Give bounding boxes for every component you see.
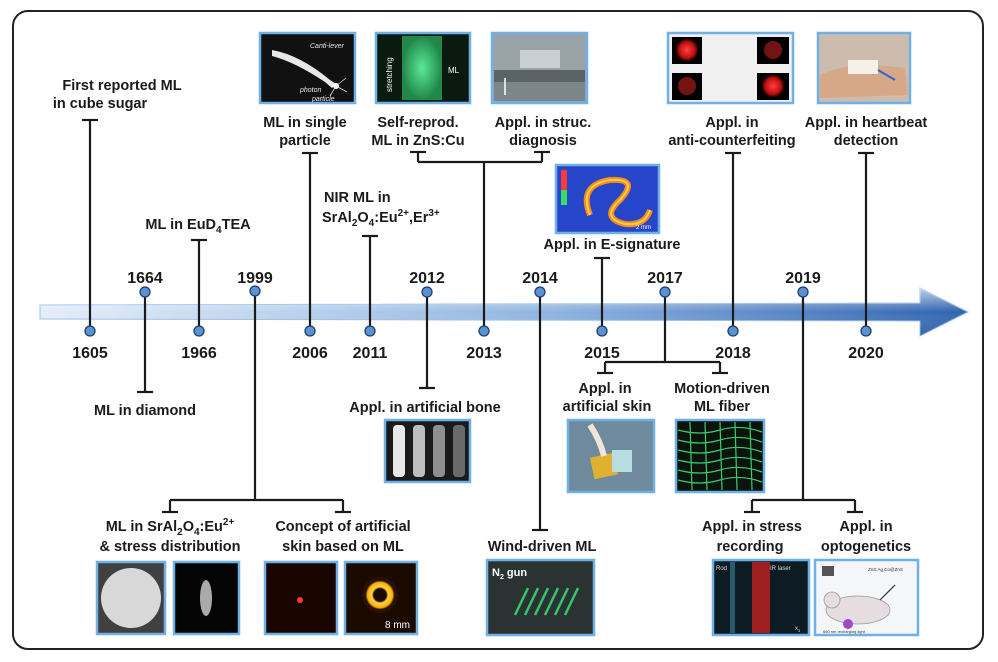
node-2011 <box>364 325 376 337</box>
event-2018-line1: Appl. in <box>705 115 758 131</box>
label-ir-laser: IR laser <box>770 566 791 572</box>
figure-frame <box>12 10 984 650</box>
label-scale-2mm: 2 mm <box>636 225 651 231</box>
event-2011-line2: SrAl2O4:Eu2+,Er3+ <box>322 208 440 229</box>
image-thumbnails: Canti-lever photon particle stretching M… <box>95 31 920 637</box>
image-single-particle: Canti-lever photon particle <box>258 31 357 105</box>
year-2014: 2014 <box>522 270 558 287</box>
year-2019: 2019 <box>785 270 821 287</box>
node-1664 <box>139 286 151 298</box>
label-scale-8mm: 8 mm <box>385 620 410 631</box>
connector-lines <box>82 118 874 532</box>
event-2013b-line1: Appl. in struc. <box>495 115 592 131</box>
year-1605: 1605 <box>72 345 108 362</box>
label-stretching: stretching <box>385 57 394 92</box>
event-2011-line1: NIR ML in <box>324 190 391 206</box>
node-2012 <box>421 286 433 298</box>
node-2020 <box>860 325 872 337</box>
event-2020-line2: detection <box>834 133 898 149</box>
node-1605 <box>84 325 96 337</box>
year-2015: 2015 <box>584 345 620 362</box>
event-2018-line2: anti-counterfeiting <box>668 133 795 149</box>
year-2012: 2012 <box>409 270 445 287</box>
image-heartbeat <box>816 31 912 105</box>
image-srao-disk <box>95 560 241 636</box>
event-1605-line2: in cube sugar <box>53 96 148 112</box>
event-2017b-line2: ML fiber <box>694 399 750 415</box>
label-zns-nanoparticle: ZnS:Ag,Co@ZnS <box>868 567 903 572</box>
event-2019b-line2: optogenetics <box>821 539 911 555</box>
year-2020: 2020 <box>848 345 884 362</box>
image-artificial-bone <box>383 418 472 484</box>
year-1664: 1664 <box>127 270 163 287</box>
year-2013: 2013 <box>466 345 502 362</box>
event-1999-skin-line2: skin based on ML <box>282 539 404 555</box>
event-1999-srao-line2: & stress distribution <box>100 539 241 555</box>
node-2019 <box>797 286 809 298</box>
label-x3: x3 <box>795 626 801 633</box>
image-stress-recording: Rod IR laser x3 <box>711 558 811 637</box>
label-recharging-light: 660 nm recharging light <box>823 629 866 634</box>
event-2020-line1: Appl. in heartbeat <box>805 115 928 131</box>
event-2019b-line1: Appl. in <box>839 519 892 535</box>
image-anti-counterfeiting <box>666 31 795 105</box>
node-2013 <box>478 325 490 337</box>
event-1966: ML in EuD4TEA <box>145 217 251 236</box>
year-1999: 1999 <box>237 270 273 287</box>
label-n2-gun: N2 gun <box>492 567 527 581</box>
year-2011: 2011 <box>353 345 388 362</box>
event-1605-line1: First reported ML <box>62 78 181 94</box>
image-artificial-skin <box>566 418 656 494</box>
event-2006-line1: ML in single <box>263 115 347 131</box>
year-2018: 2018 <box>715 345 751 362</box>
event-2012: Appl. in artificial bone <box>349 400 500 416</box>
node-2017 <box>659 286 671 298</box>
node-2018 <box>727 325 739 337</box>
event-2019a-line2: recording <box>717 539 784 555</box>
label-rod: Rod <box>716 566 727 572</box>
image-e-signature: 2 mm <box>554 163 661 235</box>
image-optogenetics: ZnS:Ag,Co@ZnS 660 nm recharging light <box>813 558 920 637</box>
label-ml: ML <box>448 66 460 75</box>
event-2014: Wind-driven ML <box>488 539 597 555</box>
label-particle: particle <box>311 96 335 103</box>
event-2013a-line1: Self-reprod. <box>377 115 458 131</box>
event-2013b-line2: diagnosis <box>509 133 577 149</box>
year-1966: 1966 <box>181 345 217 362</box>
label-cantilever: Canti-lever <box>310 43 345 50</box>
year-2017: 2017 <box>647 270 683 287</box>
node-1966 <box>193 325 205 337</box>
image-wind-driven: N2 gun <box>485 558 596 637</box>
event-2015: Appl. in E-signature <box>544 237 681 253</box>
event-1999-skin-line1: Concept of artificial <box>275 519 410 535</box>
timeline-nodes <box>84 285 872 337</box>
label-photon: photon <box>299 87 322 94</box>
event-1999-srao-line1: ML in SrAl2O4:Eu2+ <box>106 517 235 538</box>
event-2006-line2: particle <box>279 133 331 149</box>
node-2015 <box>596 325 608 337</box>
event-2017b-line1: Motion-driven <box>674 381 770 397</box>
year-2006: 2006 <box>292 345 328 362</box>
node-2014 <box>534 286 546 298</box>
event-1664: ML in diamond <box>94 403 196 419</box>
node-1999 <box>249 285 261 297</box>
image-skin-concept: 8 mm <box>263 560 419 636</box>
node-2006 <box>304 325 316 337</box>
image-structural-diagnosis <box>490 31 589 105</box>
event-2013a-line2: ML in ZnS:Cu <box>371 133 464 149</box>
image-ml-fiber <box>674 418 766 494</box>
image-self-reproducible-ml: stretching ML <box>374 31 472 105</box>
event-2017a-line2: artificial skin <box>563 399 652 415</box>
event-2017a-line1: Appl. in <box>578 381 631 397</box>
timeline-arrow <box>39 287 970 337</box>
event-2019a-line1: Appl. in stress <box>702 519 802 535</box>
